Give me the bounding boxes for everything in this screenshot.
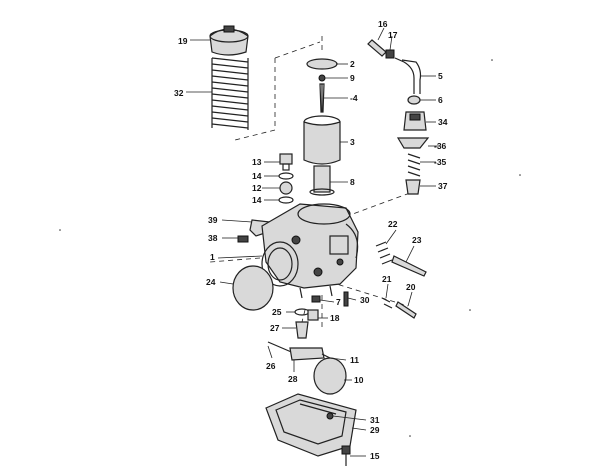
part-34-plunger-cap bbox=[403, 111, 427, 131]
callout-16: 16 bbox=[378, 19, 388, 29]
callout-25: 25 bbox=[272, 307, 282, 317]
part-4-jet-needle bbox=[319, 83, 325, 113]
part-6-washer bbox=[407, 95, 421, 105]
part-36-gasket bbox=[396, 137, 430, 149]
part-1-carburetor-body bbox=[261, 203, 359, 299]
part-25-washer bbox=[294, 308, 310, 316]
callout-17: 17 bbox=[388, 30, 398, 40]
part-8-needle-jet bbox=[309, 165, 335, 196]
part-31-bowl-gasket bbox=[326, 412, 334, 420]
part-22-spring bbox=[375, 241, 393, 265]
callout-39: 39 bbox=[208, 215, 218, 225]
callout-36: -36 bbox=[434, 141, 447, 151]
callout-35: -35 bbox=[434, 157, 447, 167]
part-13-screw bbox=[279, 153, 293, 171]
part-27-float-valve bbox=[295, 321, 309, 339]
callout-37: 37 bbox=[438, 181, 448, 191]
part-35-spring bbox=[407, 153, 421, 177]
part-12-pilot-jet bbox=[279, 181, 293, 195]
callout-21: 21 bbox=[382, 274, 392, 284]
callout-24: 24 bbox=[206, 277, 216, 287]
callout-6: 6 bbox=[438, 95, 443, 105]
callout-19: 19 bbox=[178, 36, 188, 46]
callout-7: 7 bbox=[336, 297, 341, 307]
part-2-needle-clip-plate bbox=[306, 58, 338, 70]
part-20-screw bbox=[395, 301, 417, 319]
callout-14-upper: 14 bbox=[252, 171, 262, 181]
part-19-cap bbox=[209, 25, 249, 56]
callout-18: 18 bbox=[330, 313, 340, 323]
callout-9: 9 bbox=[350, 73, 355, 83]
part-30-screw bbox=[343, 291, 349, 307]
callout-23: 23 bbox=[412, 235, 422, 245]
part-18-main-jet bbox=[307, 309, 319, 321]
scan-specks bbox=[59, 59, 521, 437]
part-14-oring-lower bbox=[278, 196, 294, 204]
part-32-spring bbox=[211, 57, 249, 130]
callout-14-lower: 14 bbox=[252, 195, 262, 205]
callout-32: 32 bbox=[174, 88, 184, 98]
callout-31: 31 bbox=[370, 415, 380, 425]
callout-30: 30 bbox=[360, 295, 370, 305]
callout-10: 10 bbox=[354, 375, 364, 385]
callout-15: 15 bbox=[370, 451, 380, 461]
callout-12: 12 bbox=[252, 183, 262, 193]
part-16-adjuster bbox=[367, 39, 387, 57]
part-38-screw bbox=[237, 235, 249, 243]
callout-13: 13 bbox=[252, 157, 262, 167]
callout-2: 2 bbox=[350, 59, 355, 69]
part-11-clip bbox=[321, 353, 331, 359]
part-28-float-arm bbox=[289, 347, 325, 361]
callout-29: 29 bbox=[370, 425, 380, 435]
part-3-throttle-valve bbox=[303, 115, 341, 165]
part-7-screw bbox=[311, 295, 321, 303]
part-5-cable-tube bbox=[394, 57, 422, 94]
part-24-flange-gasket bbox=[232, 265, 274, 311]
callout-27: 27 bbox=[270, 323, 280, 333]
part-21-spring bbox=[381, 297, 393, 309]
part-15-drain-screw bbox=[341, 445, 351, 466]
callout-8: 8 bbox=[350, 177, 355, 187]
callout-38: 38 bbox=[208, 233, 218, 243]
callout-28: 28 bbox=[288, 374, 298, 384]
callout-3: 3 bbox=[350, 137, 355, 147]
callout-22: 22 bbox=[388, 219, 398, 229]
part-9-clip bbox=[318, 74, 326, 82]
callout-leader-lines bbox=[186, 27, 440, 457]
callout-20: 20 bbox=[406, 282, 416, 292]
part-37-plunger bbox=[405, 179, 421, 195]
callout-11: 11 bbox=[350, 355, 359, 365]
callout-4: -4 bbox=[350, 93, 358, 103]
part-23-screw bbox=[391, 255, 427, 277]
callout-5: 5 bbox=[438, 71, 443, 81]
part-10-float bbox=[313, 357, 347, 395]
part-14-oring-upper bbox=[278, 172, 294, 180]
callout-1: 1 bbox=[210, 252, 215, 262]
callout-labels: 19 32 16 17 2 9 -4 5 6 34 -36 3 -35 13 1… bbox=[174, 19, 448, 461]
part-17-nut bbox=[385, 49, 395, 59]
callout-34: 34 bbox=[438, 117, 448, 127]
callout-26: 26 bbox=[266, 361, 276, 371]
